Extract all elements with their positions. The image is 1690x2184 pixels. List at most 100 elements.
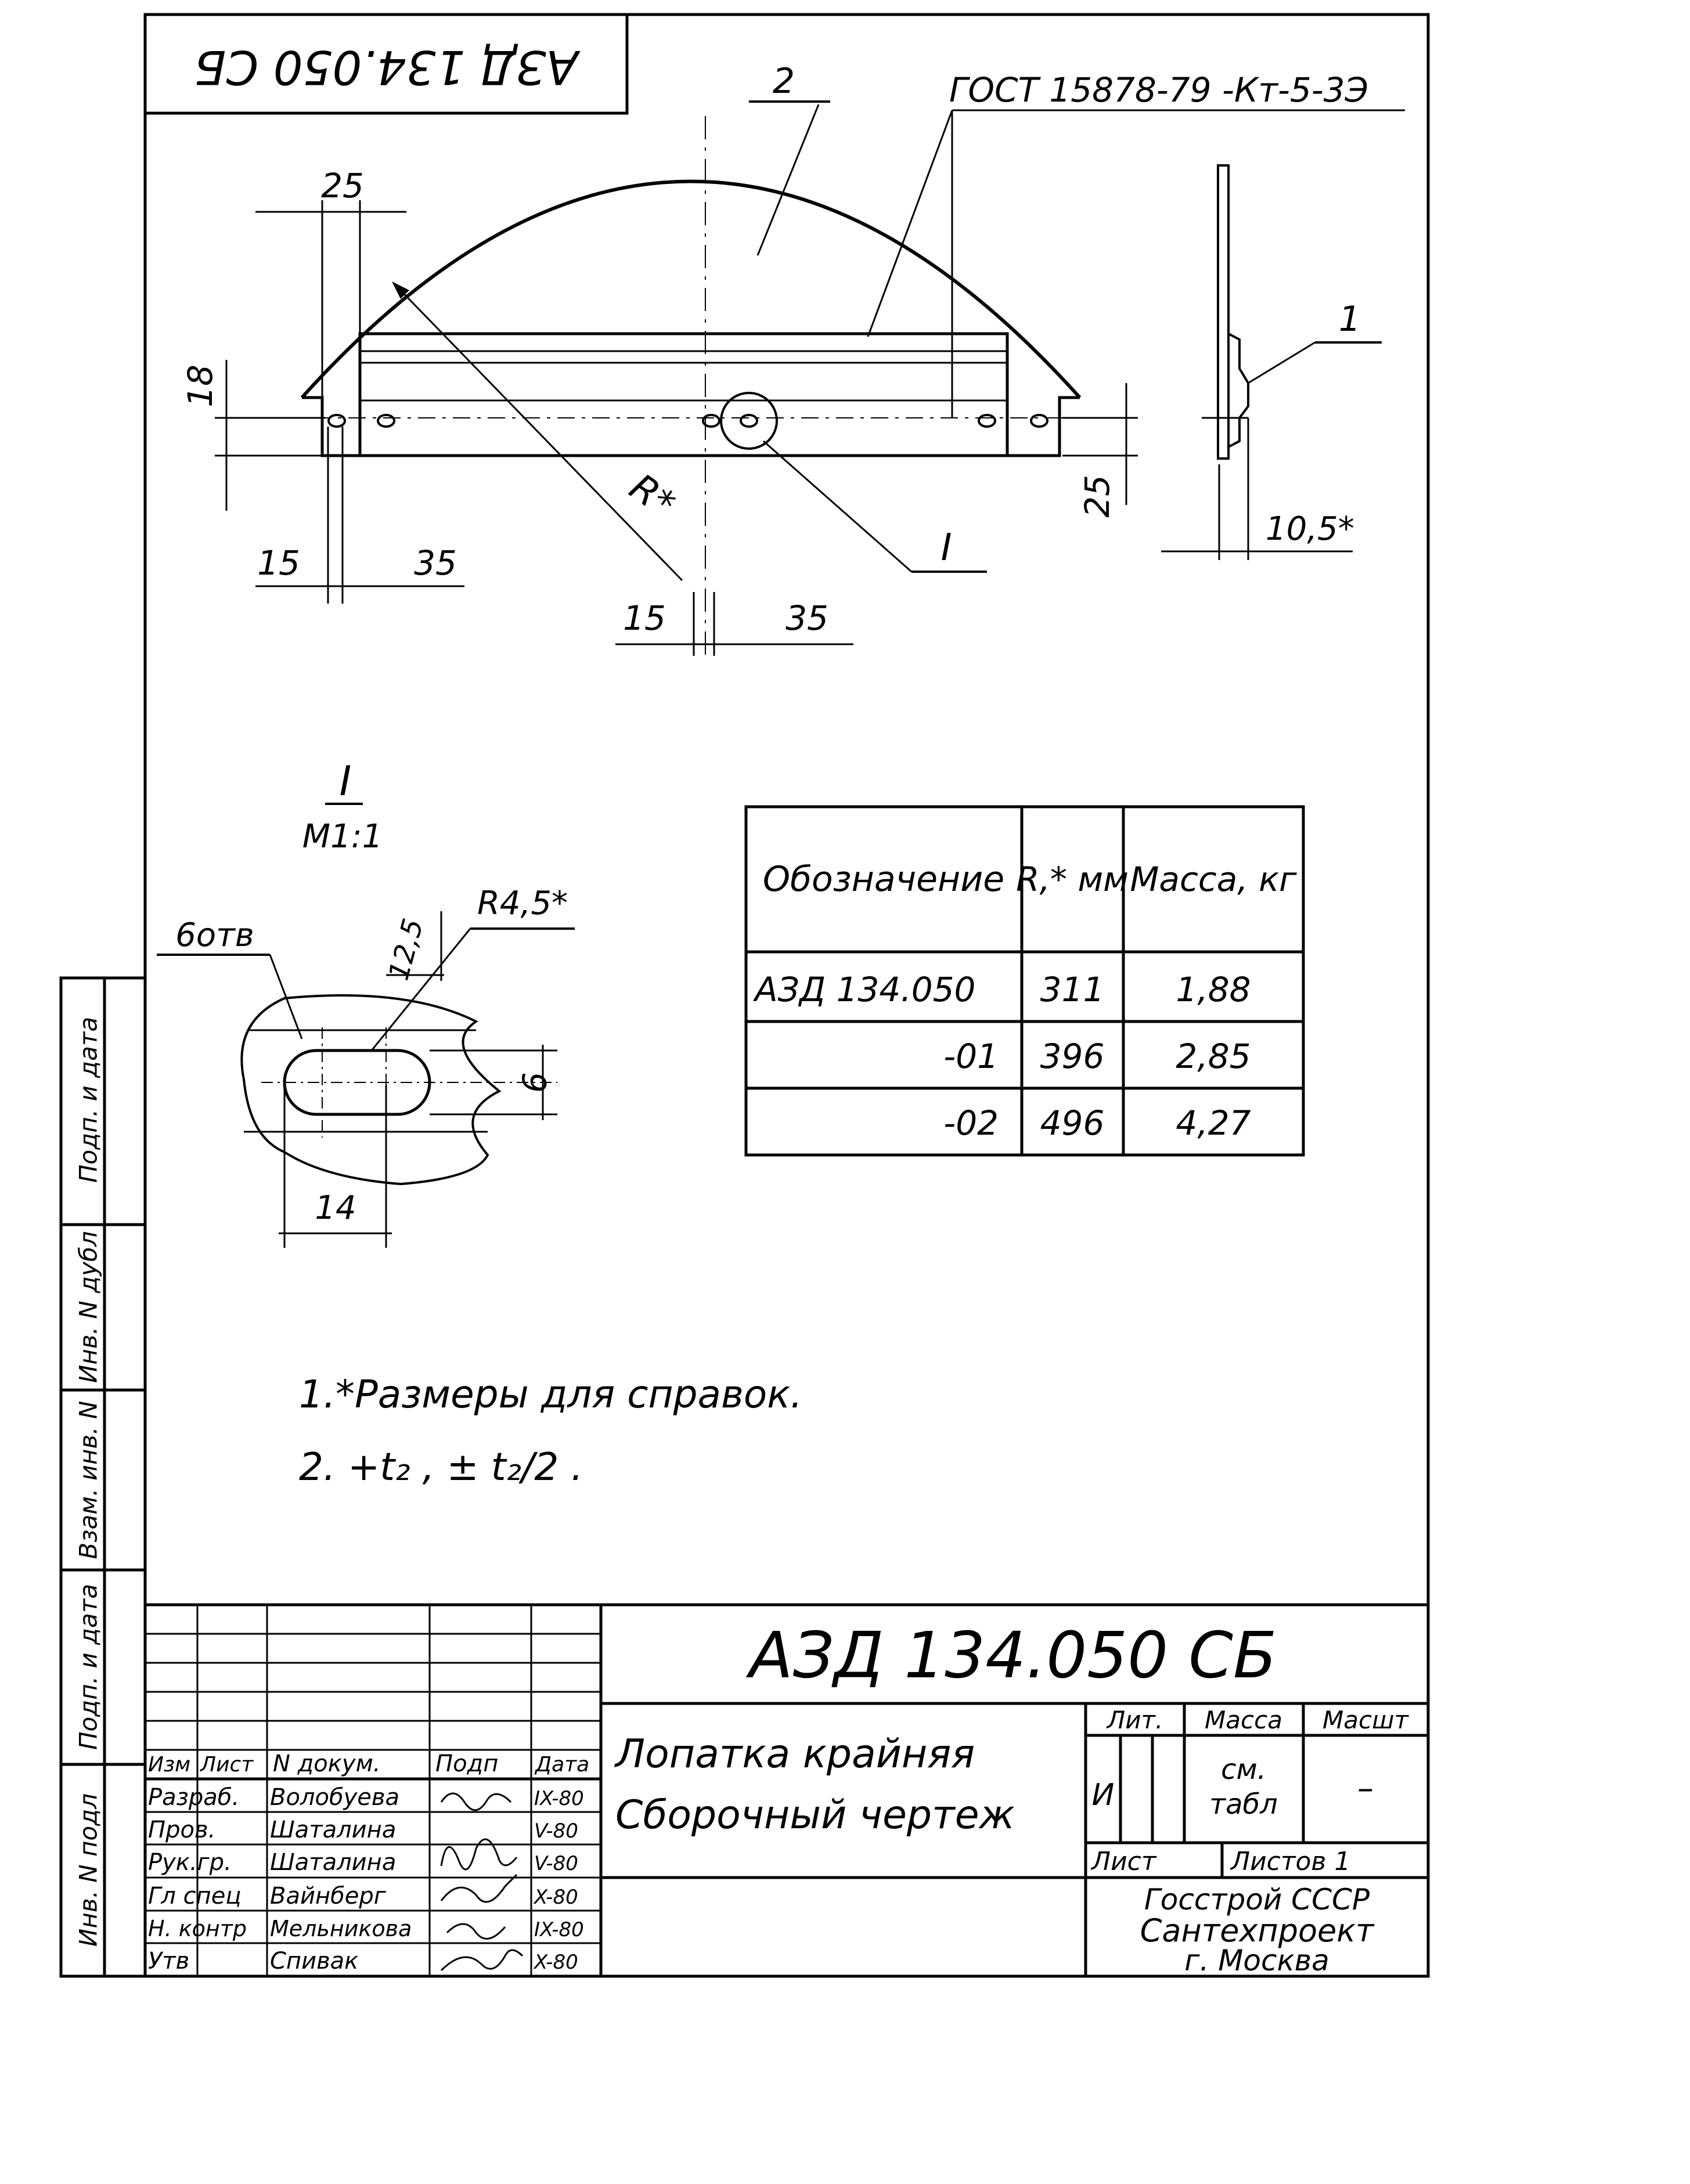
tb-date: V-80	[534, 1852, 578, 1875]
dim-35-left: 35	[414, 543, 457, 583]
dim-18: 18	[181, 364, 220, 407]
slot-hole	[1030, 414, 1048, 428]
side-stamp-label: Подп. и дата	[74, 1017, 103, 1183]
tb-col-header: Подп	[435, 1750, 498, 1777]
radius-detail-label: R4,5*	[477, 885, 568, 922]
mass-table-cell: 311	[1040, 970, 1105, 1009]
mass-table-cell: 4,27	[1176, 1103, 1251, 1143]
tb-org-3: г. Москва	[1184, 1944, 1329, 1977]
mass-table-cell: 396	[1040, 1037, 1105, 1076]
tb-document-code: АЗД 134.050 СБ	[746, 1618, 1277, 1692]
side-stamp-label: Инв. N подл	[74, 1793, 103, 1947]
tb-mass-value-1: см.	[1221, 1753, 1266, 1786]
tb-date: IX-80	[534, 1787, 584, 1810]
part-label-2: 2	[773, 61, 795, 102]
side-view: 1 25 10,5*	[1062, 164, 1382, 560]
tb-name: Волобуева	[270, 1784, 399, 1811]
detail-ref-label: I	[941, 526, 952, 569]
mass-table-cell: 1,88	[1176, 970, 1251, 1009]
dim-15-left: 15	[257, 543, 300, 583]
title-block: Изм Лист N докум. Подп Дата Разраб. Воло…	[145, 1603, 1428, 1977]
blade-right-tab	[1007, 396, 1080, 457]
tb-role: Гл спец	[148, 1883, 242, 1909]
mass-table-cell: АЗД 134.050	[752, 970, 975, 1009]
slot-hole	[978, 414, 996, 428]
detail-break-outline	[240, 994, 502, 1186]
holes-label: 6отв	[175, 916, 254, 954]
dim-15-bottom: 15	[623, 598, 666, 638]
corner-code: АЗД 134.050 СБ	[194, 40, 581, 94]
dim-14: 14	[315, 1189, 356, 1227]
mass-table-cell: 2,85	[1176, 1037, 1251, 1076]
tb-col-header: Дата	[534, 1753, 589, 1777]
tb-scale-value: –	[1357, 1770, 1374, 1807]
detail-scale: М1:1	[302, 818, 383, 855]
tb-name: Спивак	[270, 1948, 358, 1974]
leader-1	[1248, 341, 1316, 384]
tb-lit-value: И	[1092, 1778, 1115, 1813]
mass-table-border	[744, 805, 1305, 1157]
notes: 1.*Размеры для справок. 2. +t₂ , ± t₂/2 …	[299, 1372, 802, 1489]
blade-arc-outline	[300, 179, 1082, 399]
tb-mass-value-2: табл	[1209, 1788, 1278, 1821]
tb-sheet-label: Лист	[1090, 1847, 1157, 1876]
holes-leader	[269, 954, 303, 1039]
side-stamp-label: Инв. N дубл	[74, 1231, 103, 1383]
tb-role: Пров.	[148, 1817, 215, 1843]
dim-12-5: 12,5	[383, 915, 430, 984]
mass-table-cell: -01	[943, 1037, 999, 1076]
side-plate	[1217, 164, 1230, 460]
tb-col-header: Изм	[148, 1753, 190, 1777]
tb-name: Мельникова	[270, 1916, 412, 1941]
reinforcing-strip	[358, 332, 1009, 457]
tb-role: Разраб.	[148, 1784, 239, 1811]
detail-leader	[763, 440, 912, 573]
note-1: 1.*Размеры для справок.	[299, 1372, 802, 1417]
main-view: 2 ГОСТ 15878-79 -Кт-5-3Э R* 25 18 15 35 …	[181, 61, 1405, 662]
dim-25-side: 25	[1078, 475, 1117, 518]
tb-date: V-80	[534, 1820, 578, 1843]
signature-mark	[440, 1838, 518, 1871]
detail-circle	[720, 392, 778, 450]
tb-date: X-80	[533, 1951, 578, 1974]
detail-view: I М1:1 6отв R4,5* 12,5 9 14	[157, 757, 575, 1248]
tb-name-line-2: Сборочный чертеж	[615, 1792, 1015, 1838]
dim-10-5: 10,5*	[1266, 510, 1354, 548]
part-label-1: 1	[1339, 299, 1361, 340]
signature-mark	[440, 1873, 518, 1903]
tb-mass-label: Масса	[1205, 1706, 1282, 1734]
tb-org-2: Сантехпроект	[1140, 1912, 1375, 1949]
slot-hole	[702, 414, 720, 428]
radius-arrow	[392, 281, 409, 299]
side-stamp-label: Взам. инв. N	[74, 1401, 103, 1560]
radius-dim-line	[394, 283, 683, 582]
dim-9: 9	[514, 1072, 552, 1093]
signature-scribbles	[440, 1792, 524, 1972]
tb-name: Шаталина	[270, 1849, 396, 1876]
title-block-grid	[145, 1605, 601, 1976]
slot-hole	[740, 414, 758, 428]
note-2: 2. +t₂ , ± t₂/2 .	[299, 1445, 583, 1489]
slot-hole	[377, 414, 395, 428]
tb-name: Шаталина	[270, 1817, 396, 1843]
gost-leader-1	[867, 110, 953, 337]
slot-holes	[327, 392, 1048, 450]
tb-lit-label: Лит.	[1106, 1706, 1163, 1734]
side-stamp-label: Подп. и дата	[74, 1584, 103, 1750]
dim-25-top: 25	[321, 166, 364, 205]
corner-code-box: АЗД 134.050 СБ	[145, 15, 629, 115]
tb-org-1: Госстрой СССР	[1144, 1883, 1370, 1916]
side-strip-profile	[1228, 333, 1249, 448]
tb-scale-label: Масшт	[1323, 1706, 1409, 1734]
tb-role: Утв	[148, 1948, 189, 1974]
mass-table-cell: 496	[1040, 1103, 1105, 1143]
detail-title: I	[340, 757, 352, 805]
side-stamp: Подп. и дата Инв. N дубл Взам. инв. N По…	[59, 976, 147, 1978]
slot-hole	[327, 414, 346, 428]
tb-role: Н. контр	[148, 1916, 247, 1941]
tb-col-header: Лист	[199, 1753, 254, 1777]
mass-table-cell: -02	[943, 1103, 999, 1143]
tb-sheets-label: Листов 1	[1230, 1847, 1350, 1876]
blade-left-tab	[302, 396, 360, 457]
radius-detail-leader	[370, 928, 471, 1051]
